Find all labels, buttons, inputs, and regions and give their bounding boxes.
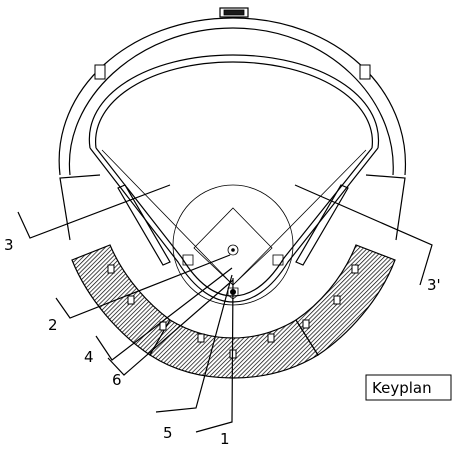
keyplan-box: Keyplan — [365, 374, 452, 401]
keyplan-label: Keyplan — [372, 379, 432, 397]
section-label-3-prime: 3' — [427, 276, 441, 294]
seating-right — [295, 244, 396, 356]
foul-lines — [89, 147, 379, 303]
outer-concourse-wall — [58, 17, 407, 176]
section-label-5: 5 — [163, 424, 173, 442]
grandstand-inner-edge — [59, 174, 406, 241]
outfield-fence — [88, 54, 380, 149]
top-gate — [219, 7, 249, 18]
section-marker-2: 2 — [48, 254, 231, 334]
seating-left — [71, 244, 171, 356]
section-marker-3-prime: 3' — [294, 184, 441, 294]
dugouts — [117, 184, 349, 266]
section-label-6: 6 — [112, 371, 122, 389]
section-marker-3: 3 — [4, 184, 171, 254]
section-marker-6: 6 — [107, 279, 234, 389]
section-marker-4: 4 — [84, 267, 233, 366]
section-label-1: 1 — [220, 430, 230, 448]
section-marker-1: 1 — [195, 277, 234, 448]
section-label-4: 4 — [84, 348, 94, 366]
seating-center — [149, 319, 319, 379]
section-label-3: 3 — [4, 236, 14, 254]
section-label-2: 2 — [48, 316, 58, 334]
section-marker-5: 5 — [155, 274, 233, 442]
